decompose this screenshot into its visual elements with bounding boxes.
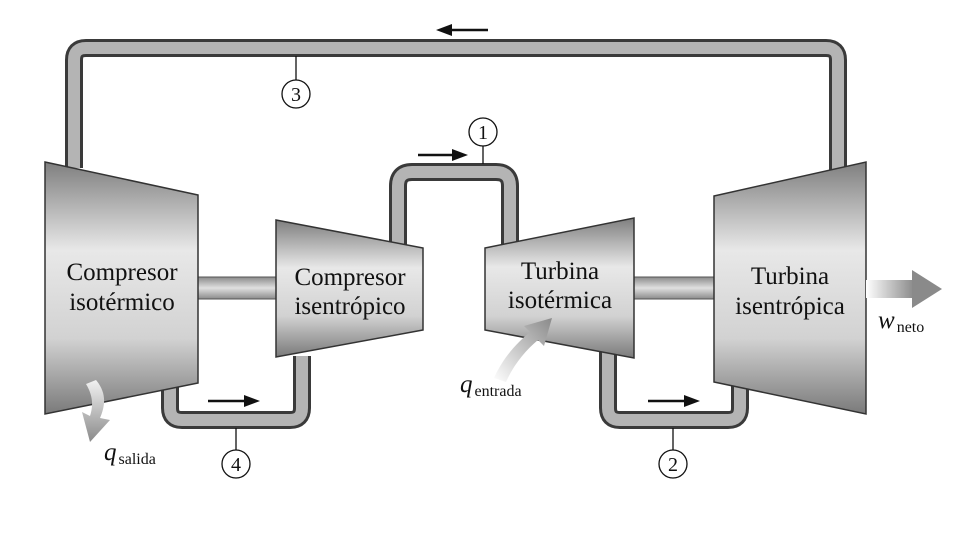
arrow-right-icon	[208, 395, 260, 407]
flow-arrows	[208, 24, 700, 407]
turbine-isentropic-line2: isentrópica	[735, 293, 845, 320]
compressor-isentropic-line1: Compresor	[294, 264, 406, 291]
pipes	[65, 39, 847, 429]
turbine-isentropic: Turbina isentrópica	[713, 161, 867, 415]
turbine-isentropic-line1: Turbina	[751, 263, 829, 290]
compressor-isothermal: Compresor isotérmico	[44, 161, 199, 415]
state-4-label: 4	[231, 454, 241, 476]
compressor-isothermal-line2: isotérmico	[69, 289, 175, 316]
state-labels: 3 1 4 2	[231, 84, 678, 476]
arrow-right-icon	[418, 149, 468, 161]
q-out-arrow-icon	[82, 380, 110, 442]
compressor-isothermal-line1: Compresor	[66, 259, 178, 286]
w-net-arrow-icon	[866, 270, 942, 308]
shaft-left	[195, 276, 279, 300]
state-2-label: 2	[668, 454, 678, 476]
compressor-isentropic-line2: isentrópico	[294, 293, 405, 320]
state-1-label: 1	[478, 122, 488, 144]
shaft-right	[633, 276, 717, 300]
turbine-isothermal-line2: isotérmica	[508, 287, 612, 314]
compressor-isentropic: Compresor isentrópico	[275, 219, 424, 358]
turbine-isothermal: Turbina isotérmica	[484, 217, 635, 359]
arrow-right-icon	[648, 395, 700, 407]
q-in-arrow-icon	[494, 318, 552, 382]
state-markers	[221, 56, 688, 479]
pipe-1	[389, 163, 519, 248]
shafts	[195, 276, 717, 300]
turbine-isothermal-line1: Turbina	[521, 258, 599, 285]
state-3-label: 3	[291, 84, 301, 106]
arrow-left-icon	[436, 24, 488, 36]
